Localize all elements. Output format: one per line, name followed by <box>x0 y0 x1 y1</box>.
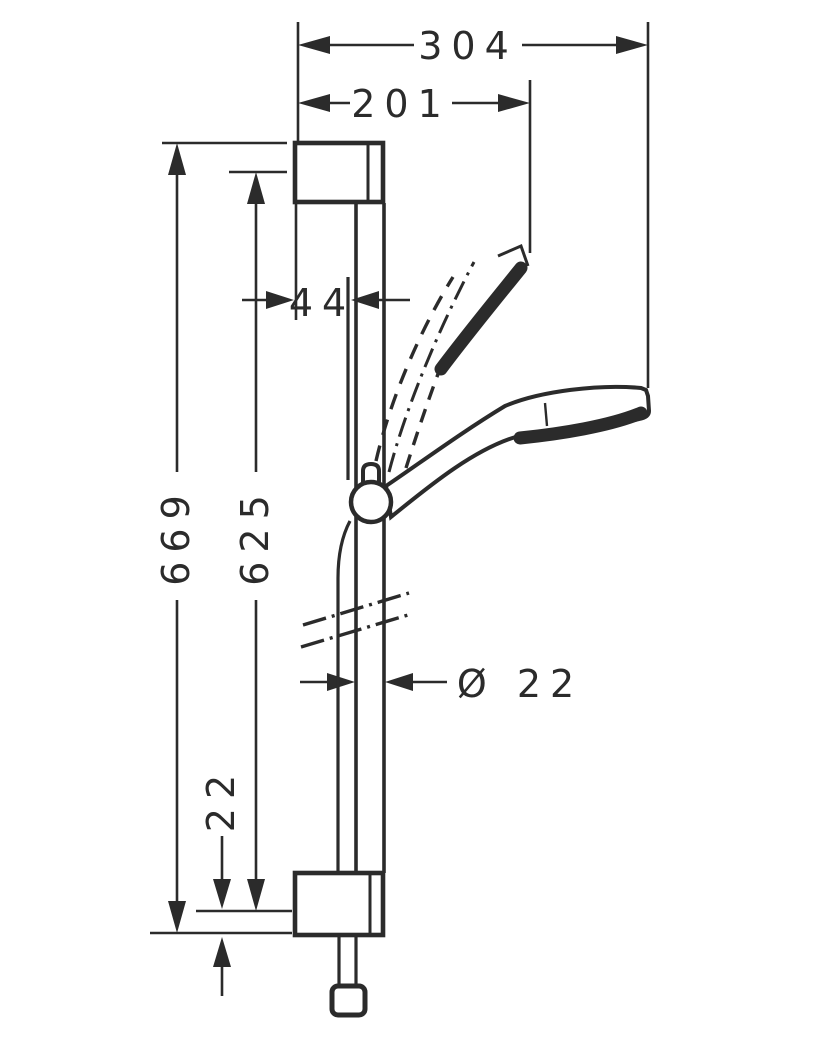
spray-face-pin <box>543 402 549 427</box>
dimension-label-625: 625 <box>233 486 277 586</box>
dimension-bar-length: 625 <box>233 172 277 911</box>
dimension-overall-width: 304 <box>298 24 648 68</box>
dimension-label-diameter-22: Ø 22 <box>457 662 583 706</box>
hose-connector <box>329 983 368 1018</box>
hand-shower <box>383 384 652 521</box>
dimension-label-669: 669 <box>154 486 198 586</box>
dimension-label-44: 44 <box>289 281 355 325</box>
extension-lines <box>150 22 650 935</box>
dimension-bottom-bracket-height: 22 <box>199 766 243 996</box>
spray-face <box>513 406 648 445</box>
shower-hose <box>336 277 358 988</box>
dimension-label-22: 22 <box>199 766 243 832</box>
top-bracket <box>292 140 386 205</box>
dimension-head-offset: 201 <box>298 82 530 126</box>
slide-bar <box>354 203 386 873</box>
slider-holder <box>348 461 394 525</box>
dimension-label-304: 304 <box>418 24 518 68</box>
dimension-overall-height: 669 <box>154 143 198 933</box>
bottom-bracket <box>292 870 386 938</box>
hand-shower-alt-position <box>374 243 530 473</box>
break-mark <box>300 591 410 649</box>
alt-spray-face <box>434 261 528 376</box>
slider-body <box>348 479 394 525</box>
dimension-bar-diameter: Ø 22 <box>300 662 583 706</box>
dimension-label-201: 201 <box>351 82 451 126</box>
